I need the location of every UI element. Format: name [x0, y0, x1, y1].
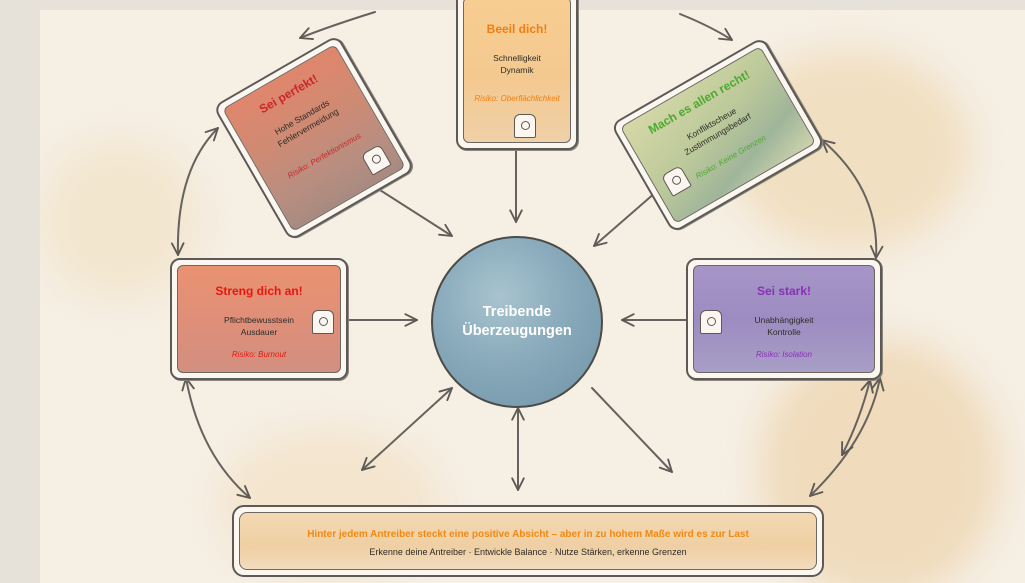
driver-trait: Kontrolle [767, 327, 801, 337]
arrow-sei-perfekt-to-center [371, 184, 453, 237]
driver-trait: Ausdauer [240, 327, 278, 337]
driver-card-streng-dich-an: Streng dich an! Pflichtbewusstsein Ausda… [170, 258, 348, 380]
driver-title: Sei stark! [756, 284, 812, 298]
driver-card-sei-stark: Sei stark! Unabhängigkeit Kontrolle Risi… [686, 258, 882, 380]
hook-icon [700, 310, 722, 334]
driver-trait: Schnelligkeit [493, 53, 541, 63]
banner-subline: Erkenne deine Antreiber · Entwickle Bala… [369, 547, 687, 557]
driver-trait: Dynamik [500, 65, 534, 75]
driver-title: Streng dich an! [215, 284, 303, 298]
hook-icon [360, 143, 392, 176]
arrow-center-banner-left [361, 387, 453, 471]
arrow-mach-es-allen-recht-to-center [593, 191, 657, 247]
hook-icon [312, 310, 334, 334]
driver-risk: Risiko: Burnout [231, 350, 287, 359]
ring-arrow-top-left [299, 11, 376, 41]
center-label-line2: Überzeugungen [462, 323, 572, 339]
driver-risk: Risiko: Isolation [755, 350, 813, 359]
driver-trait: Unabhängigkeit [754, 315, 814, 325]
driver-risk: Risiko: Oberflächlichkeit [474, 94, 560, 103]
hook-icon [514, 114, 536, 138]
ring-arrow-right-lower [809, 377, 885, 497]
ring-arrow-right-upper [821, 139, 884, 259]
ring-arrow-left-upper [170, 127, 219, 256]
ring-arrow-right-lower-2 [841, 379, 874, 456]
driver-title: Beeil dich! [486, 22, 548, 36]
summary-banner: Hinter jedem Antreiber steckt eine posit… [232, 505, 824, 577]
center-circle: Treibende Überzeugungen [431, 236, 603, 408]
driver-card-beeil-dich: Beeil dich! Schnelligkeit Dynamik Risiko… [456, 0, 578, 150]
ring-arrow-left-lower [181, 377, 251, 499]
ring-arrow-top-right [679, 13, 733, 41]
driver-trait: Pflichtbewusstsein [224, 315, 294, 325]
arrow-center-banner-right [591, 387, 673, 473]
center-label-line1: Treibende [482, 304, 552, 320]
banner-headline: Hinter jedem Antreiber steckt eine posit… [307, 529, 749, 540]
